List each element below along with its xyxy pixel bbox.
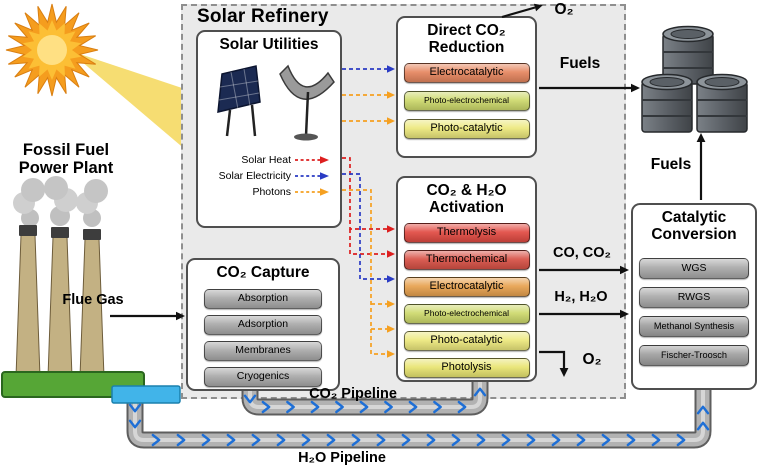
process-item: Thermolysis <box>403 222 530 243</box>
process-item: Electrocatalytic <box>403 276 530 297</box>
solar-energy-legend: Solar Heat Solar Electricity Photons <box>198 152 336 200</box>
capture-method: Absorption <box>204 289 322 310</box>
barrel-top <box>662 25 714 85</box>
photons-arrow-icon <box>295 188 329 196</box>
co2-h2o-activation-panel: CO₂ & H₂O Activation Thermolysis Thermoc… <box>396 176 537 382</box>
o2-output-top-label: O₂ <box>554 1 574 18</box>
process-item: Photo-catalytic <box>403 118 530 139</box>
solar-electricity-arrow-icon <box>295 172 329 180</box>
h2-h2o-stream-label: H₂, H₂O <box>554 289 608 305</box>
ground <box>1 371 145 398</box>
sun-icon <box>5 3 99 97</box>
solar-utilities-title: Solar Utilities <box>219 36 319 53</box>
smoke-icon <box>13 176 108 227</box>
h2o-pipeline-pipe <box>126 382 712 449</box>
process-item: Electrocatalytic <box>403 62 530 83</box>
solar-heat-arrow-icon <box>295 156 329 164</box>
solar-utilities-panel: Solar Utilities Solar Heat <box>196 30 342 228</box>
power-plant-label: Fossil Fuel Power Plant <box>18 141 114 178</box>
legend-item-solar-heat: Solar Heat <box>198 152 336 168</box>
flue-gas-label: Flue Gas <box>62 292 124 308</box>
power-plant-icon <box>1 176 181 404</box>
co2-pipeline-label: CO₂ Pipeline <box>309 386 397 402</box>
co-co2-stream-label: CO, CO₂ <box>553 245 611 261</box>
process-item: Photo-catalytic <box>403 330 530 351</box>
fuels-output-right-label: Fuels <box>650 156 692 173</box>
solar-panel-icon <box>217 65 261 137</box>
catalytic-conversion-panel: Catalytic Conversion WGS RWGS Methanol S… <box>631 203 757 390</box>
solar-utilities-icons <box>217 64 335 141</box>
capture-method: Cryogenics <box>204 367 322 388</box>
solar-dish-icon <box>279 64 335 141</box>
cooling-water <box>111 385 181 404</box>
process-item: Photo-electrochemical <box>403 90 530 111</box>
legend-item-solar-electricity: Solar Electricity <box>198 168 336 184</box>
process-item: Photo-electrochemical <box>403 303 530 324</box>
process-item: Thermochemical <box>403 249 530 270</box>
conversion-method: Fischer-Troosch <box>639 344 749 366</box>
legend-label: Solar Electricity <box>218 170 291 182</box>
legend-item-photons: Photons <box>198 184 336 200</box>
barrel-bottom-left <box>641 73 693 133</box>
sun-beam <box>68 50 200 162</box>
flow-direction-chevrons <box>128 387 710 447</box>
co2-capture-panel: CO₂ Capture Absorption Adsorption Membra… <box>186 258 340 391</box>
solar-refinery-heading: Solar Refinery <box>197 6 329 27</box>
process-item: Photolysis <box>403 357 530 378</box>
conversion-method: Methanol Synthesis <box>639 315 749 337</box>
stack-caps <box>19 225 101 240</box>
h2o-pipeline-label: H₂O Pipeline <box>298 450 386 466</box>
capture-method: Adsorption <box>204 315 322 336</box>
co2-capture-title: CO₂ Capture <box>216 264 310 281</box>
fuel-barrels-icon <box>641 25 748 133</box>
co2-h2o-activation-title: CO₂ & H₂O Activation <box>426 182 507 217</box>
legend-label: Solar Heat <box>241 154 291 166</box>
conversion-method: WGS <box>639 257 749 279</box>
direct-co2-reduction-title: Direct CO₂ Reduction <box>427 22 506 57</box>
capture-method: Membranes <box>204 341 322 362</box>
fuels-output-top-label: Fuels <box>559 55 601 72</box>
conversion-method: RWGS <box>639 286 749 308</box>
legend-label: Photons <box>252 186 291 198</box>
o2-output-bottom-label: O₂ <box>582 351 602 368</box>
barrel-bottom-right <box>696 73 748 133</box>
catalytic-conversion-title: Catalytic Conversion <box>651 209 737 244</box>
direct-co2-reduction-panel: Direct CO₂ Reduction Electrocatalytic Ph… <box>396 16 537 158</box>
